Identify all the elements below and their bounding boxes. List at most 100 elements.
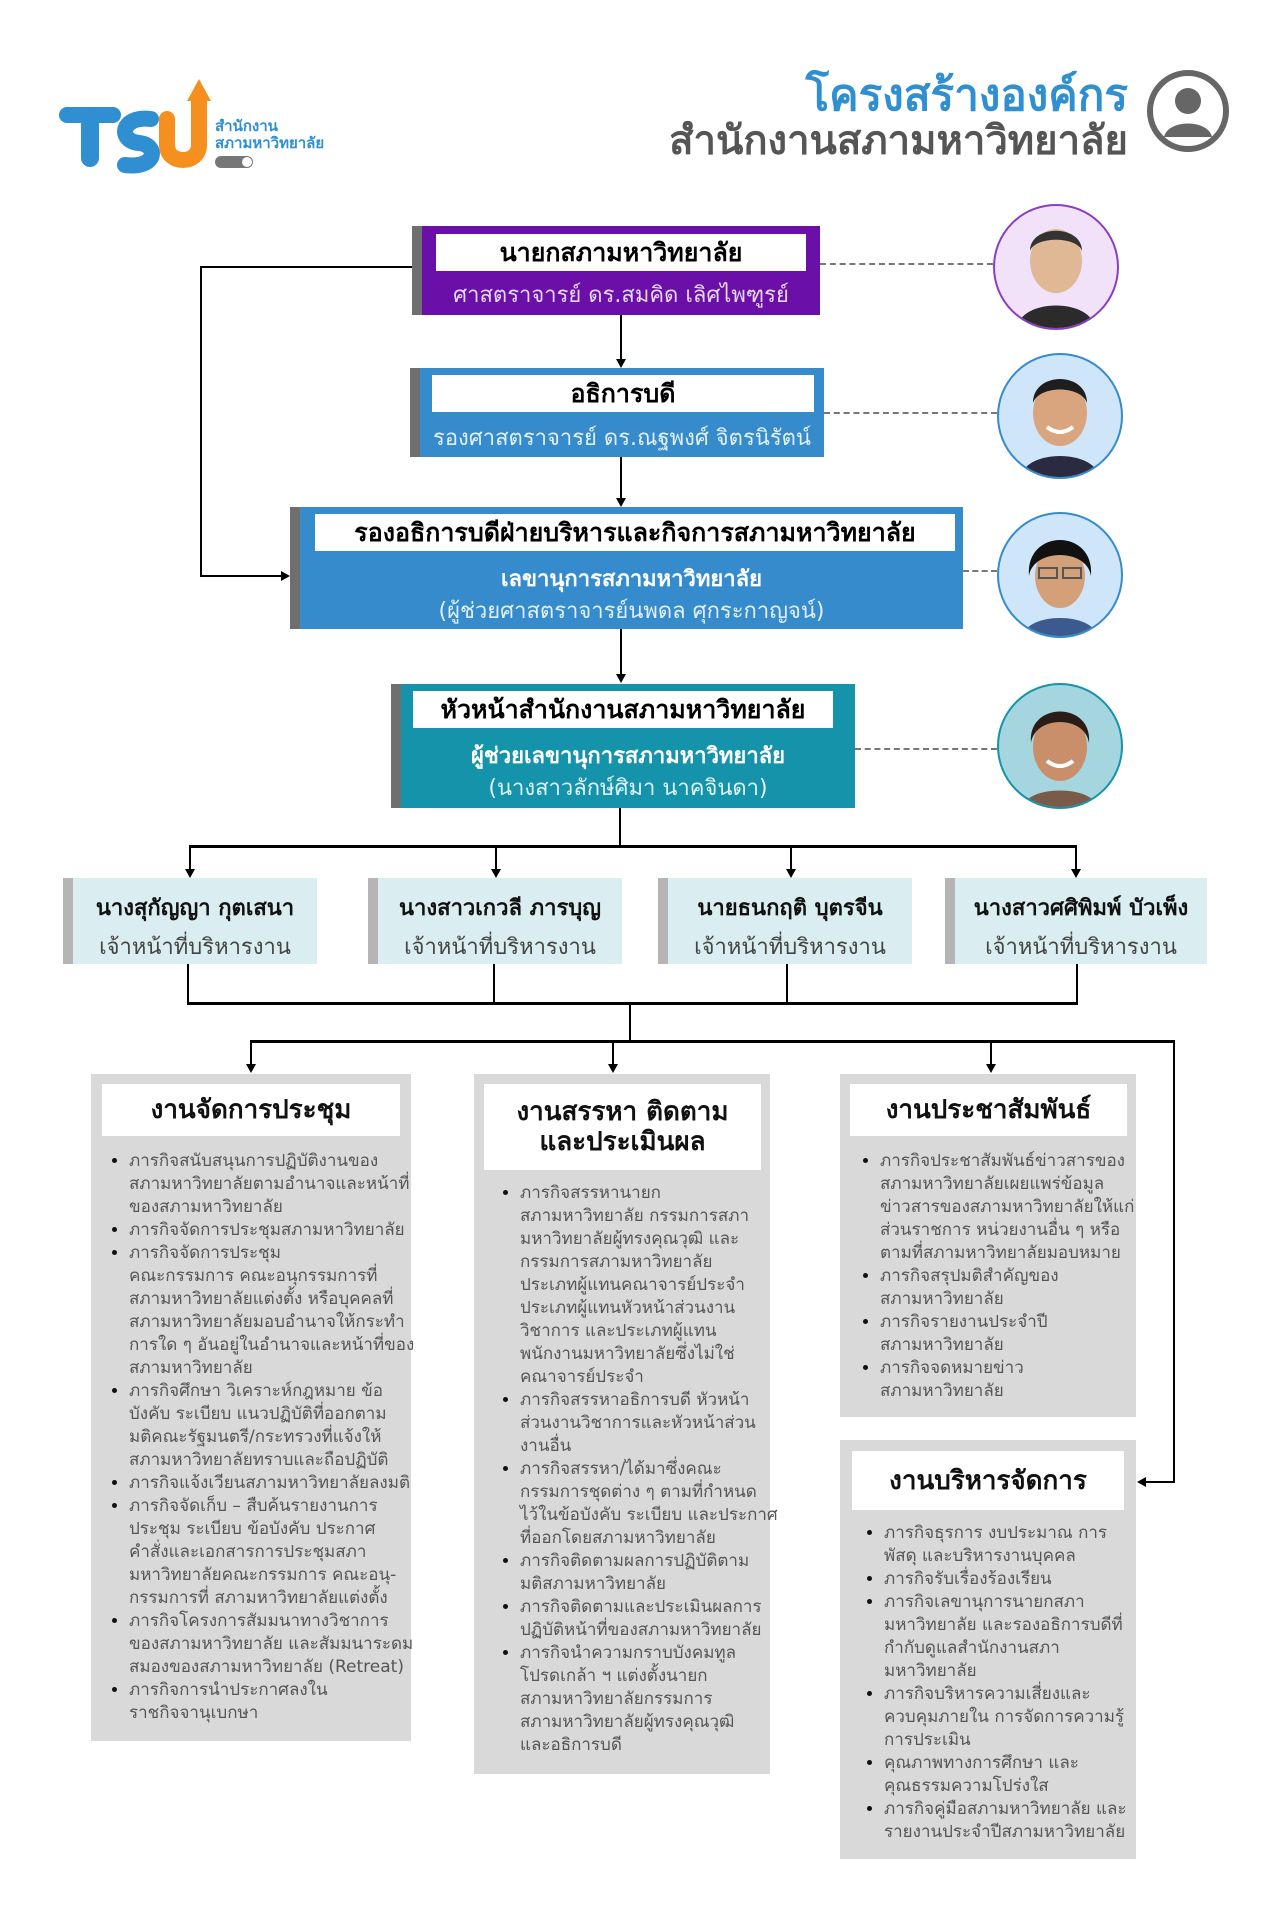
position-holder: (นางสาวลักษ์ศิมา นาคจินดา) [488, 776, 768, 801]
task-item: ภารกิจธุรการ งบประมาณ การ พัสดุ และบริหา… [884, 1522, 1154, 1568]
staff-role: เจ้าหน้าที่บริหารงาน [694, 935, 886, 960]
arrow-down-icon [616, 359, 626, 368]
logo-toggle-icon [215, 156, 253, 168]
staff-role: เจ้าหน้าที่บริหารงาน [985, 935, 1177, 960]
staff-name: นายธนกฤติ บุตรจีน [697, 896, 883, 921]
arrow-down-icon [786, 869, 796, 878]
tsu-logo [59, 79, 349, 179]
task-item: ภารกิจสรรหานายก สภามหาวิทยาลัย กรรมการสภ… [520, 1182, 784, 1389]
arrow-right-icon [281, 571, 290, 581]
unit-title: งานสรรหา ติดตาม และประเมินผล [484, 1084, 761, 1170]
task-item: ภารกิจการนำประกาศลงใน ราชกิจจานุเบกษา [129, 1679, 419, 1725]
dashed-connector [963, 570, 997, 572]
connector-line [1173, 1040, 1175, 1483]
task-item: ภารกิจเลขานุการนายกสภา มหาวิทยาลัย และรอ… [884, 1591, 1154, 1683]
connector-line [200, 266, 202, 577]
connector-line [187, 1002, 1078, 1005]
connector-line [189, 845, 1077, 848]
connector-line [493, 964, 495, 1003]
staff-role: เจ้าหน้าที่บริหารงาน [404, 935, 596, 960]
task-item: ภารกิจสรุปมติสำคัญของ สภามหาวิทยาลัย [880, 1265, 1152, 1311]
staff-card: นางสาวศศิพิมพ์ บัวเพ็ง เจ้าหน้าที่บริหาร… [945, 878, 1207, 964]
task-item: ภารกิจบริหารความเสี่ยงและ ควบคุมภายใน กา… [884, 1683, 1154, 1752]
connector-line [620, 315, 622, 360]
arrow-down-icon [246, 1064, 256, 1073]
unit-title: งานประชาสัมพันธ์ [850, 1084, 1127, 1136]
dashed-connector [820, 263, 993, 265]
connector-line [200, 266, 412, 268]
position-title: รองอธิการบดีฝ่ายบริหารและกิจการสภามหาวิท… [315, 514, 955, 551]
connector-line [619, 808, 621, 846]
arrow-down-icon [986, 1064, 996, 1073]
connector-line [1076, 964, 1078, 1003]
task-item: ภารกิจรับเรื่องร้องเรียน [884, 1568, 1154, 1591]
arrow-left-icon [1137, 1477, 1146, 1487]
staff-card: นางสุกัญญา กุตเสนา เจ้าหน้าที่บริหารงาน [63, 878, 317, 964]
logo-text: สำนักงาน สภามหาวิทยาลัย [215, 118, 324, 168]
tsu-logo-mark [59, 79, 211, 174]
unit-public-relations: งานประชาสัมพันธ์ ภารกิจประชาสัมพันธ์ข่าว… [840, 1074, 1136, 1417]
position-holder: รองศาสตราจารย์ ดร.ณฐพงศ์ จิตรนิรัตน์ [433, 426, 811, 451]
unit-task-list: ภารกิจประชาสัมพันธ์ข่าวสารของ สภามหาวิทย… [854, 1150, 1152, 1403]
task-item: ภารกิจติดตามและประเมินผลการ ปฏิบัติหน้าท… [520, 1596, 784, 1642]
task-item: ภารกิจนำความกราบบังคมทูล โปรดเกล้า ฯ แต่… [520, 1642, 784, 1757]
position-role: เลขานุการสภามหาวิทยาลัย [500, 567, 763, 592]
task-item: ภารกิจสนับสนุนการปฏิบัติงานของ สภามหาวิท… [129, 1150, 419, 1219]
portrait-photo [993, 204, 1119, 330]
portrait-photo [997, 512, 1123, 638]
position-box-council-chairman: นายกสภามหาวิทยาลัย ศาสตราจารย์ ดร.สมคิด … [412, 226, 820, 315]
position-role: ผู้ช่วยเลขานุการสภามหาวิทยาลัย [470, 744, 786, 769]
unit-recruitment-evaluation: งานสรรหา ติดตาม และประเมินผล ภารกิจสรรหา… [474, 1074, 778, 1774]
user-circle-icon [1146, 69, 1230, 153]
unit-title: งานบริหารจัดการ [852, 1451, 1124, 1510]
connector-line [250, 1040, 252, 1065]
connector-line [620, 629, 622, 675]
task-item: ภารกิจติดตามผลการปฏิบัติตาม มติสภามหาวิท… [520, 1550, 784, 1596]
page-subtitle: สำนักงานสภามหาวิทยาลัย [669, 118, 1128, 164]
position-title: อธิการบดี [432, 375, 814, 412]
arrow-down-icon [491, 869, 501, 878]
staff-card: นายธนกฤติ บุตรจีน เจ้าหน้าที่บริหารงาน [658, 878, 912, 964]
unit-task-list: ภารกิจสนับสนุนการปฏิบัติงานของ สภามหาวิท… [103, 1150, 419, 1725]
connector-line [189, 845, 191, 870]
dashed-connector [824, 412, 997, 414]
staff-name: นางสุกัญญา กุตเสนา [95, 896, 295, 921]
unit-title: งานจัดการประชุม [102, 1084, 400, 1136]
task-item: ภารกิจศึกษา วิเคราะห์กฎหมาย ข้อ บังคับ ร… [129, 1380, 419, 1472]
task-item: ภารกิจสรรหาอธิการบดี หัวหน้า ส่วนงานวิชา… [520, 1389, 784, 1458]
position-holder: (ผู้ช่วยศาสตราจารย์นพดล ศุกระกาญจน์) [438, 599, 825, 624]
logo-line-2: สภามหาวิทยาลัย [215, 134, 325, 152]
arrow-down-icon [616, 674, 626, 683]
connector-line [187, 964, 189, 1003]
arrow-down-icon [608, 1064, 618, 1073]
connector-line [629, 1002, 631, 1041]
task-item: ภารกิจจดหมายข่าว สภามหาวิทยาลัย [880, 1357, 1152, 1403]
page-title: โครงสร้างองค์กร [805, 70, 1128, 121]
unit-task-list: ภารกิจสรรหานายก สภามหาวิทยาลัย กรรมการสภ… [494, 1182, 784, 1757]
connector-line [1075, 845, 1077, 870]
task-item: คุณภาพทางการศึกษา และ คุณธรรมความโปร่งใส [884, 1752, 1154, 1798]
task-item: ภารกิจสรรหา/ได้มาซึ่งคณะ กรรมการชุดต่าง … [520, 1458, 784, 1550]
position-holder: ศาสตราจารย์ ดร.สมคิด เลิศไพฑูรย์ [453, 283, 789, 308]
staff-card: นางสาวเกวลี ภารบุญ เจ้าหน้าที่บริหารงาน [368, 878, 622, 964]
task-item: ภารกิจแจ้งเวียนสภามหาวิทยาลัยลงมติ [129, 1472, 419, 1495]
connector-line [990, 1040, 992, 1065]
unit-meetings: งานจัดการประชุม ภารกิจสนับสนุนการปฏิบัติ… [91, 1074, 414, 1741]
arrow-down-icon [616, 498, 626, 507]
portrait-photo [997, 683, 1123, 809]
dashed-connector [855, 748, 997, 750]
staff-name: นางสาวเกวลี ภารบุญ [399, 896, 601, 921]
connector-line [790, 845, 792, 870]
position-title: นายกสภามหาวิทยาลัย [436, 234, 806, 271]
arrow-down-icon [185, 869, 195, 878]
connector-line [620, 457, 622, 499]
position-box-president: อธิการบดี รองศาสตราจารย์ ดร.ณฐพงศ์ จิตรน… [410, 368, 824, 457]
task-item: ภารกิจรายงานประจำปี สภามหาวิทยาลัย [880, 1311, 1152, 1357]
task-item: ภารกิจคู่มือสภามหาวิทยาลัย และ รายงานประ… [884, 1798, 1154, 1844]
unit-administration: งานบริหารจัดการ ภารกิจธุรการ งบประมาณ กา… [840, 1440, 1136, 1859]
connector-line [1145, 1481, 1175, 1483]
unit-task-list: ภารกิจธุรการ งบประมาณ การ พัสดุ และบริหา… [858, 1522, 1154, 1844]
task-item: ภารกิจจัดการประชุม คณะกรรมการ คณะอนุกรรม… [129, 1242, 419, 1380]
task-item: ภารกิจจัดเก็บ – สืบค้นรายงานการ ประชุม ร… [129, 1495, 419, 1610]
position-box-office-head: หัวหน้าสำนักงานสภามหาวิทยาลัย ผู้ช่วยเลข… [391, 684, 855, 808]
